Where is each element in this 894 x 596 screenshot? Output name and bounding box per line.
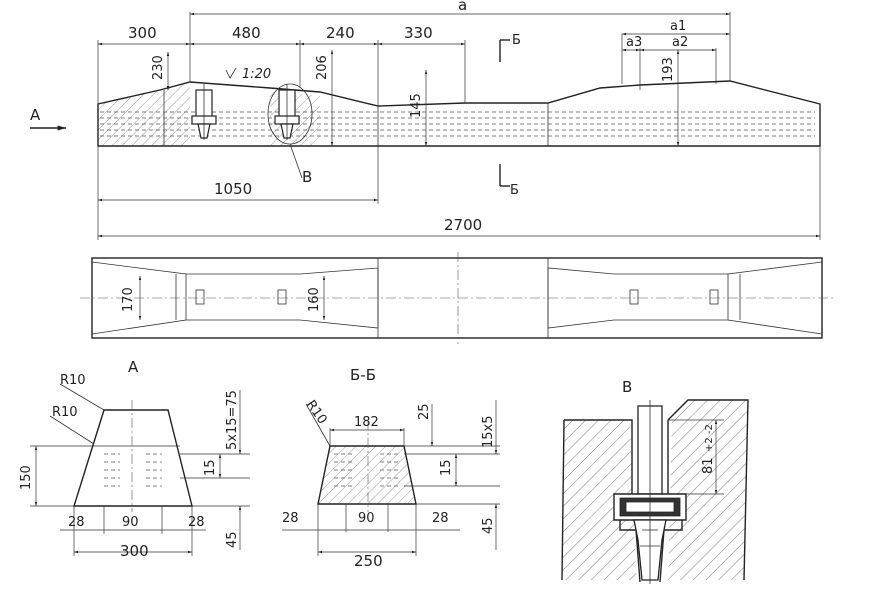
section-bb-dim-28-left: 28: [282, 511, 299, 526]
dim-2700: 2700: [444, 216, 482, 234]
dim-160: 160: [307, 287, 322, 312]
section-bb-dim-28-right: 28: [432, 511, 449, 526]
section-bb-dim-90: 90: [358, 511, 375, 526]
section-bb-dim-45: 45: [481, 517, 496, 534]
fastener-insert-left: [191, 84, 217, 140]
detail-v-dim-81: 81: [701, 457, 716, 474]
dim-193: 193: [661, 57, 676, 82]
cut-b-bottom-label: Б: [510, 183, 519, 198]
dim-a2: a2: [672, 35, 688, 50]
section-a-dim-45: 45: [225, 531, 240, 548]
dim-240: 240: [326, 24, 355, 42]
section-a: А R10 R10 150 5x15=75 15 45: [19, 358, 250, 560]
section-bb-rebars: [334, 453, 398, 487]
section-a-dim-150: 150: [19, 465, 34, 490]
section-bb-dim-25: 25: [417, 403, 432, 420]
section-a-dim-28-right: 28: [188, 515, 205, 530]
section-bb-dim-182: 182: [354, 415, 379, 430]
section-a-dim-90: 90: [122, 515, 139, 530]
section-a-dim-5x15: 5x15=75: [225, 390, 240, 450]
plan-view: 170 160: [80, 252, 834, 344]
detail-v-label: В: [302, 168, 312, 186]
dim-330: 330: [404, 24, 433, 42]
section-a-r10-mid: R10: [52, 405, 78, 420]
view-a-label: A: [30, 106, 41, 124]
dim-300: 300: [128, 24, 157, 42]
dim-206: 206: [315, 55, 330, 80]
section-a-dim-15: 15: [203, 459, 218, 476]
dim-a1: a1: [670, 19, 686, 34]
dim-145: 145: [409, 93, 424, 118]
dim-1050: 1050: [214, 180, 252, 198]
section-a-dim-28-left: 28: [68, 515, 85, 530]
section-bb-dim-250: 250: [354, 552, 383, 570]
dim-a: a: [458, 0, 467, 14]
cut-b-top-label: Б: [512, 33, 521, 48]
slope-label: 1:20: [242, 67, 271, 82]
dim-230: 230: [151, 55, 166, 80]
section-bb-title: Б-Б: [350, 366, 376, 384]
detail-v-title: В: [622, 378, 632, 396]
section-bb: Б-Б R10 182 25 15 15x5 45: [282, 366, 500, 570]
section-bb-dim-15: 15: [439, 459, 454, 476]
section-a-dim-300: 300: [120, 542, 149, 560]
dim-480: 480: [232, 24, 261, 42]
section-a-r10-top: R10: [60, 373, 86, 388]
section-bb-dim-15x5: 15x5: [481, 415, 496, 448]
detail-v-tolerance: +2 -2: [704, 424, 715, 452]
dim-170: 170: [121, 287, 136, 312]
reinforcement-lines: [100, 111, 815, 137]
dim-a3: a3: [626, 35, 642, 50]
elevation-view: 1:20 300 480 240 330 a 230 206 145 193: [30, 0, 821, 240]
section-a-title: А: [128, 358, 139, 376]
section-a-rebars: [104, 453, 162, 487]
detail-v: В 81 +2 -2: [561, 378, 749, 584]
section-bb-r10: R10: [303, 398, 330, 428]
